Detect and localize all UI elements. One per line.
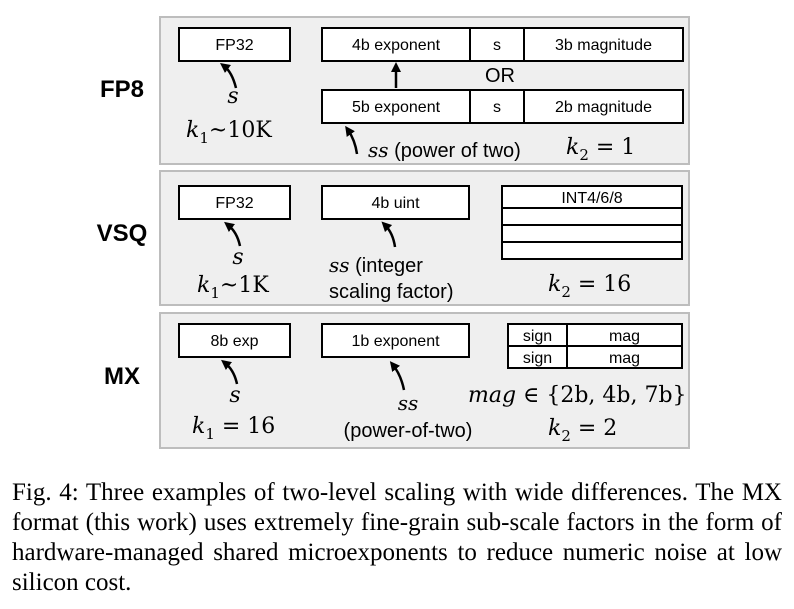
row-label-fp8: FP8 (100, 76, 144, 103)
vsq-element-label: INT4/6/8 (561, 190, 622, 207)
fp8-subscale-arrow (345, 125, 359, 155)
vsq-k1-label: k1~1K (197, 273, 269, 302)
mx-subscale-box-label: 1b exponent (351, 333, 440, 350)
vsq-scale-box (178, 185, 291, 220)
vsq-element-block: INT4/6/8 (501, 185, 683, 260)
row-label-mx: MX (104, 363, 140, 390)
fp8-scale-symbol: s (227, 84, 238, 109)
fp8-format-b-magnitude: 2b magnitude (555, 99, 652, 116)
vsq-k2-label: k2 = 16 (548, 272, 631, 301)
mx-scale-arrow (221, 359, 239, 385)
vsq-scale-box-label: FP32 (215, 195, 253, 212)
mx-element-sign: sign (523, 328, 552, 345)
fp8-scale-box-label: FP32 (215, 37, 253, 54)
fp8-format-b: 5b exponent s 2b magnitude (321, 89, 684, 124)
mx-subscale-box (321, 323, 470, 358)
fp8-panel: FP8 FP32 s k1~10K 4b exponent s 3b magni… (100, 16, 690, 165)
mx-subscale-arrow (389, 361, 406, 391)
vsq-element-box (501, 185, 683, 260)
fp8-k2-label: k2 = 1 (566, 135, 635, 164)
fp8-format-a-box (321, 27, 684, 62)
fp8-format-b-box (321, 89, 684, 124)
fp8-format-b-exponent: 5b exponent (352, 99, 441, 116)
mx-subscale-symbol: ss (398, 391, 419, 415)
mx-scale-box-label: 8b exp (210, 333, 258, 350)
mx-mag-set-label: mag ∈ {2b, 4b, 7b} (468, 383, 687, 408)
row-label-vsq: VSQ (97, 220, 148, 247)
fp8-scale-box (178, 27, 291, 62)
mx-k1-label: k1 = 16 (192, 414, 275, 443)
vsq-subscale-label-line2: scaling factor) (329, 281, 454, 303)
fp8-format-a-exponent: 4b exponent (352, 37, 441, 54)
fp8-k1-label: k1~10K (186, 118, 272, 147)
mx-subscale-note: (power-of-two) (344, 420, 473, 442)
fp8-format-a-sign: s (493, 37, 501, 54)
figure-caption: Fig. 4: Three examples of two-level scal… (12, 479, 782, 596)
fp8-format-a: 4b exponent s 3b magnitude (321, 27, 684, 62)
fp8-format-a-magnitude: 3b magnitude (555, 37, 652, 54)
vsq-subscale-box-label: 4b uint (371, 195, 420, 212)
vsq-scale-symbol: s (232, 245, 243, 270)
mx-element-sign: sign (523, 350, 552, 367)
two-level-scaling-diagram: .panel { fill: #efefef; stroke: #bdbdbd;… (97, 16, 690, 449)
vsq-scale-arrow (224, 221, 242, 247)
vsq-subscale-label: ss (integer (329, 253, 423, 277)
vsq-subscale-box (321, 185, 470, 220)
fp8-format-b-sign: s (493, 99, 501, 116)
mx-scale-symbol: s (229, 383, 240, 408)
mx-element-mag: mag (609, 350, 640, 367)
vsq-subscale-arrow (381, 221, 397, 248)
mx-element-block: sign mag sign mag (507, 323, 683, 369)
mx-scale-box (178, 323, 291, 358)
vsq-panel: VSQ FP32 s k1~1K 4b uint ss (integer sca… (97, 170, 690, 306)
fp8-or-label: OR (485, 65, 515, 87)
fp8-subscale-label: ss (power of two) (368, 138, 521, 162)
mx-panel: MX 8b exp s k1 = 16 1b exponent ss (powe… (104, 312, 690, 449)
mx-k2-label: k2 = 2 (548, 416, 617, 445)
fp8-scale-arrow (220, 62, 238, 89)
mx-element-mag: mag (609, 328, 640, 345)
